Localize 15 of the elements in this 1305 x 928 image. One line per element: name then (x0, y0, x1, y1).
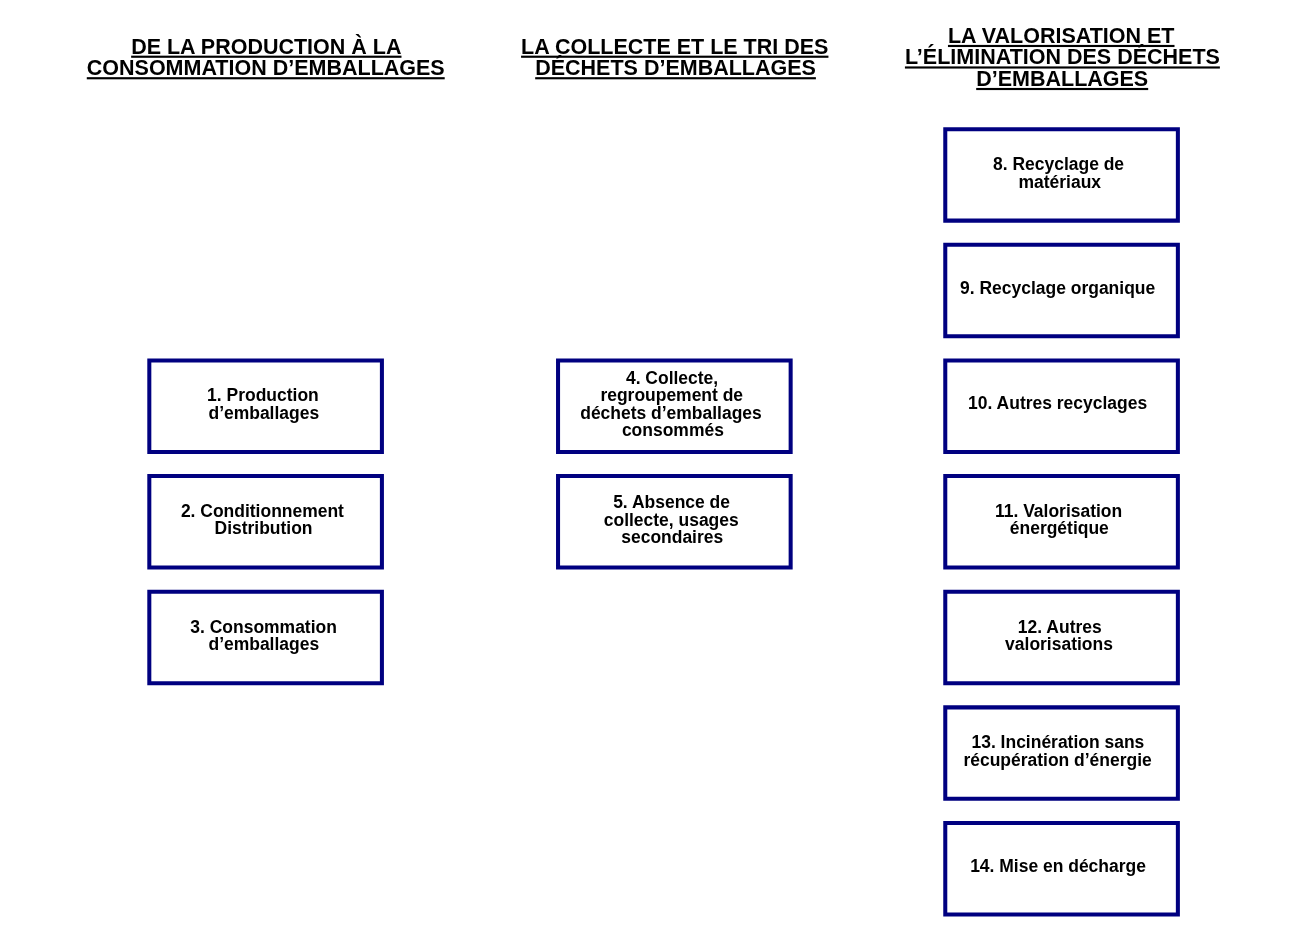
label: LA COLLECTE ET LE TRI DES DÉCHETS D’EMBALLAGES (521, 34, 829, 81)
node-box: 5. Absence de collecte, usages secondaires (556, 474, 793, 570)
label: LA VALORISATION ET L’ÉLIMINATION DES DÉCHETS D’EMBALLAGES (904, 23, 1220, 91)
node-box: 12. Autres valorisations (943, 589, 1180, 686)
node-box: 11. Valorisation énergétique (943, 474, 1180, 570)
node-box: 10. Autres recyclages (943, 358, 1180, 454)
node-box: 3. Consommation d’emballages (147, 589, 384, 686)
node-box: 13. Incinération sans récupération d’énergie (943, 705, 1180, 801)
node-box: 4. Collecte, regroupement de déchets d’emballages consommés (556, 358, 793, 454)
node-box: 8. Recyclage de matériaux (943, 127, 1180, 223)
node-box: 2. Conditionnement Distribution (147, 474, 384, 570)
label: DE LA PRODUCTION À LA CONSOMMATION D’EMBALLAGES (86, 34, 445, 81)
node-box: 1. Production d’emballages (147, 358, 384, 454)
node-box: 9. Recyclage organique (943, 242, 1180, 339)
node-box: 14. Mise en décharge (943, 820, 1180, 917)
